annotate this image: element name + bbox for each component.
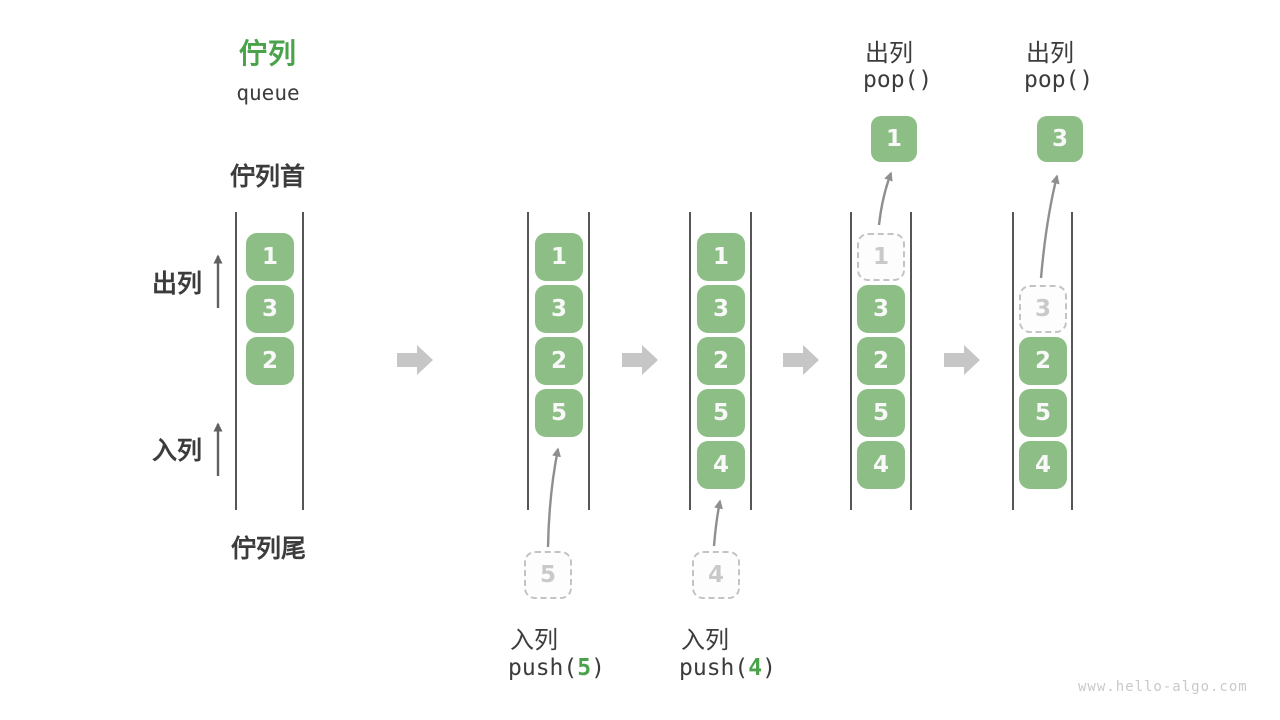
state4-popped-cell: 1: [871, 116, 917, 162]
state4-op-code: pop(): [863, 67, 933, 93]
title-en: queue: [236, 81, 300, 105]
state5-removed-ghost-cell: 3: [1019, 285, 1067, 333]
dequeue-3-arrow-icon: [1039, 174, 1060, 279]
state5-wall-left: [1012, 212, 1014, 510]
state3-wall-left: [689, 212, 691, 510]
state2-cell: 1: [535, 233, 583, 281]
state4-wall-left: [850, 212, 852, 510]
enqueue-4-arrow-icon: [712, 499, 723, 547]
state4-op-label: 出列: [865, 40, 913, 67]
state1-cell: 1: [246, 233, 294, 281]
state5-op-code: pop(): [1024, 67, 1094, 93]
next-state-arrow-icon: [622, 345, 658, 375]
state2-wall-right: [588, 212, 590, 510]
next-state-arrow-icon: [783, 345, 819, 375]
push-arg: 4: [748, 655, 763, 681]
state3-cell: 2: [697, 337, 745, 385]
push-arg: 5: [577, 655, 592, 681]
enqueue-5-arrow-icon: [546, 447, 561, 548]
diagram-title: 佇列 queue: [200, 32, 336, 105]
state4-cell: 3: [857, 285, 905, 333]
state2-wall-left: [527, 212, 529, 510]
push-suffix: ): [762, 655, 776, 681]
state1-wall-left: [235, 212, 237, 510]
state2-cell: 5: [535, 389, 583, 437]
state3-op-code: push(4): [679, 655, 776, 681]
state1-cell: 3: [246, 285, 294, 333]
label-dequeue-direction: 出列: [152, 270, 203, 298]
state2-incoming-ghost-cell: 5: [524, 551, 572, 599]
title-zh: 佇列: [238, 38, 297, 69]
state3-incoming-ghost-cell: 4: [692, 551, 740, 599]
label-queue-front: 佇列首: [230, 163, 306, 191]
next-state-arrow-icon: [397, 345, 433, 375]
state4-cell: 5: [857, 389, 905, 437]
state5-cell: 2: [1019, 337, 1067, 385]
watermark: www.hello-algo.com: [1078, 679, 1248, 695]
push-suffix: ): [591, 655, 605, 681]
state1-wall-right: [302, 212, 304, 510]
dequeue-1-arrow-icon: [877, 171, 893, 226]
label-enqueue-direction: 入列: [152, 437, 203, 465]
state5-wall-right: [1071, 212, 1073, 510]
state2-cell: 3: [535, 285, 583, 333]
state3-cell: 1: [697, 233, 745, 281]
state5-op-label: 出列: [1026, 40, 1074, 67]
push-prefix: push(: [508, 655, 578, 681]
state2-cell: 2: [535, 337, 583, 385]
state4-cell: 2: [857, 337, 905, 385]
state1-cell: 2: [246, 337, 294, 385]
state4-cell: 4: [857, 441, 905, 489]
push-prefix: push(: [679, 655, 749, 681]
state4-wall-right: [910, 212, 912, 510]
state5-cell: 4: [1019, 441, 1067, 489]
label-queue-tail: 佇列尾: [231, 535, 307, 563]
state2-op-code: push(5): [508, 655, 605, 681]
state4-removed-ghost-cell: 1: [857, 233, 905, 281]
state5-popped-cell: 3: [1037, 116, 1083, 162]
state2-op-label: 入列: [510, 627, 558, 654]
state3-cell: 5: [697, 389, 745, 437]
state5-cell: 5: [1019, 389, 1067, 437]
state3-cell: 3: [697, 285, 745, 333]
state3-op-label: 入列: [681, 627, 729, 654]
state3-cell: 4: [697, 441, 745, 489]
next-state-arrow-icon: [944, 345, 980, 375]
state3-wall-right: [750, 212, 752, 510]
